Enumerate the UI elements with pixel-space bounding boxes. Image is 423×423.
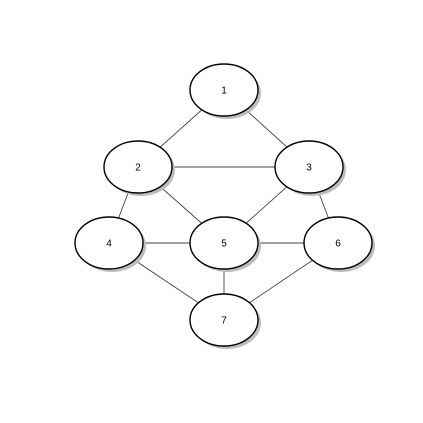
node-label: 6 bbox=[335, 239, 341, 250]
node-4: 4 bbox=[74, 216, 146, 272]
node-label: 7 bbox=[221, 316, 227, 327]
node-ellipse bbox=[189, 293, 259, 347]
node-ellipse bbox=[274, 140, 344, 194]
edges-layer bbox=[108, 89, 339, 321]
node-ellipse bbox=[189, 216, 259, 270]
node-ellipse bbox=[74, 216, 144, 270]
node-label: 4 bbox=[106, 239, 112, 250]
node-ellipse bbox=[303, 216, 373, 270]
nodes-layer: 1 2 3 4 5 6 7 bbox=[74, 63, 375, 349]
node-3: 3 bbox=[274, 140, 346, 196]
node-label: 1 bbox=[221, 86, 227, 97]
node-label: 5 bbox=[221, 239, 227, 250]
node-1: 1 bbox=[189, 63, 261, 119]
node-label: 2 bbox=[135, 163, 141, 174]
node-ellipse bbox=[189, 63, 259, 117]
node-label: 3 bbox=[306, 163, 312, 174]
node-2: 2 bbox=[103, 140, 175, 196]
node-6: 6 bbox=[303, 216, 375, 272]
node-ellipse bbox=[103, 140, 173, 194]
node-5: 5 bbox=[189, 216, 261, 272]
node-7: 7 bbox=[189, 293, 261, 349]
